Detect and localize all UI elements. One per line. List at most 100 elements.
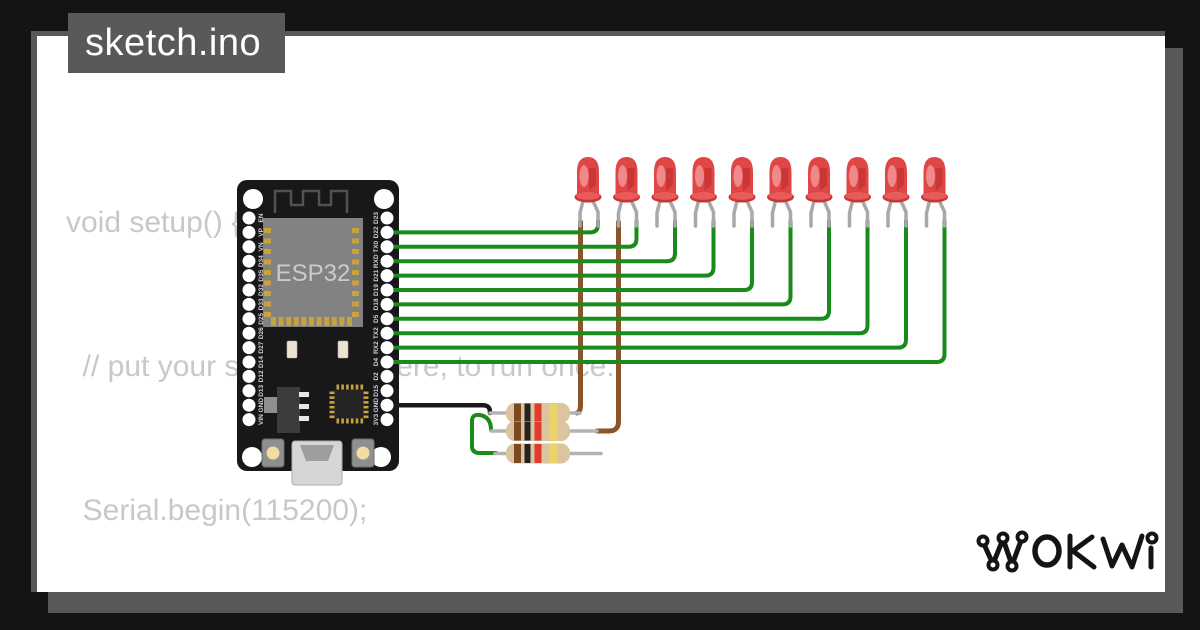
pin-hole <box>242 283 256 297</box>
pin-label: D26 <box>258 327 265 339</box>
wokwi-logo <box>976 530 1159 573</box>
resistor-band-gold <box>550 403 557 423</box>
leds <box>574 157 948 228</box>
capacitor <box>286 340 298 359</box>
pin-label: RXD <box>373 254 380 268</box>
led-anode-leg <box>899 199 908 228</box>
signal-wire <box>392 219 754 292</box>
esp32-label: ESP32 <box>276 260 351 287</box>
pin-hole <box>380 312 394 326</box>
led-anode-leg <box>822 199 831 228</box>
pin-hole <box>242 240 256 254</box>
signal-wire <box>392 219 677 264</box>
pin-hole <box>242 326 256 340</box>
led-cathode-leg <box>616 199 624 228</box>
pin-label: D22 <box>373 226 380 238</box>
board-button-left <box>261 438 285 468</box>
led-cathode-leg <box>847 199 855 228</box>
pin-hole <box>380 297 394 311</box>
led <box>613 157 640 228</box>
pin-label: GND <box>373 398 380 413</box>
pin-label: RX2 <box>373 341 380 354</box>
led <box>921 157 948 228</box>
signal-wire <box>392 219 716 278</box>
pin-label: VP <box>258 227 265 236</box>
signal-wire <box>392 219 908 350</box>
led <box>728 157 756 228</box>
pin-hole <box>380 384 394 398</box>
pin-label: D27 <box>258 341 265 353</box>
pin-label: D21 <box>373 269 380 281</box>
led-resistor-wires <box>574 219 621 434</box>
pin-hole <box>242 312 256 326</box>
resistor-band-gold <box>550 444 557 463</box>
pin-label: 3V3 <box>373 413 380 425</box>
pin-hole <box>380 269 394 283</box>
pin-label: D19 <box>373 284 380 296</box>
resistors <box>488 403 603 464</box>
resistor-band-black <box>524 444 531 463</box>
file-tab: sketch.ino <box>68 13 285 73</box>
pin-label: D33 <box>258 298 265 310</box>
pin-label: D5 <box>373 314 380 323</box>
code-line: Serial.begin(115200); <box>66 494 368 527</box>
code-line: void setup() { <box>66 206 242 239</box>
led <box>574 157 602 228</box>
voltage-regulator <box>264 387 309 433</box>
led-anode-leg <box>629 199 639 228</box>
pin-hole <box>242 297 256 311</box>
resistor <box>488 403 582 423</box>
pin-hole <box>242 384 256 398</box>
signal-wire <box>392 219 793 307</box>
pin-label: D12 <box>258 370 265 382</box>
pin-hole <box>242 254 256 268</box>
pin-label: D34 <box>258 255 265 267</box>
ground-and-jumper-wires <box>391 402 498 455</box>
signal-wires <box>392 219 947 364</box>
signal-wire <box>392 219 870 336</box>
editor-card <box>31 31 1165 592</box>
led-cathode-leg <box>693 199 701 228</box>
led-cathode-leg <box>770 199 778 228</box>
pin-hole <box>380 326 394 340</box>
resistor-band-black <box>524 421 531 441</box>
jumper-wire <box>470 412 498 455</box>
resistor-band-brown <box>514 403 521 423</box>
signal-wire <box>392 219 947 364</box>
resistor-band-black <box>524 403 531 423</box>
pin-label: D35 <box>258 269 265 281</box>
pin-label: D14 <box>258 356 265 368</box>
resistor-band-red <box>534 444 542 463</box>
pin-label: D23 <box>373 212 380 224</box>
pin-label: D4 <box>373 357 380 366</box>
file-tab-label: sketch.ino <box>85 21 262 64</box>
pin-label: GND <box>258 398 265 413</box>
led-anode-leg <box>706 199 716 228</box>
pin-label: D18 <box>373 298 380 310</box>
led-anode-leg <box>937 199 947 228</box>
pin-label: D25 <box>258 312 265 324</box>
pin-hole <box>242 398 256 412</box>
serial-chip <box>329 384 369 424</box>
logo-letter-w2 <box>1100 533 1145 570</box>
led <box>805 157 833 228</box>
esp32-module <box>263 218 363 327</box>
board-button-right <box>351 438 375 468</box>
pin-hole <box>242 369 256 383</box>
led <box>882 157 910 228</box>
pin-label: D13 <box>258 384 265 396</box>
logo-letter-k <box>1067 533 1097 570</box>
pin-hole <box>380 413 394 427</box>
mounting-hole <box>243 189 263 209</box>
resistor <box>493 443 603 464</box>
pin-hole <box>380 398 394 412</box>
pin-label: EN <box>258 213 265 222</box>
signal-wire <box>392 219 639 249</box>
capacitor <box>337 340 349 359</box>
led-anode-leg <box>591 199 600 228</box>
pin-hole <box>380 225 394 239</box>
pin-hole <box>380 341 394 355</box>
pin-hole <box>380 211 394 225</box>
